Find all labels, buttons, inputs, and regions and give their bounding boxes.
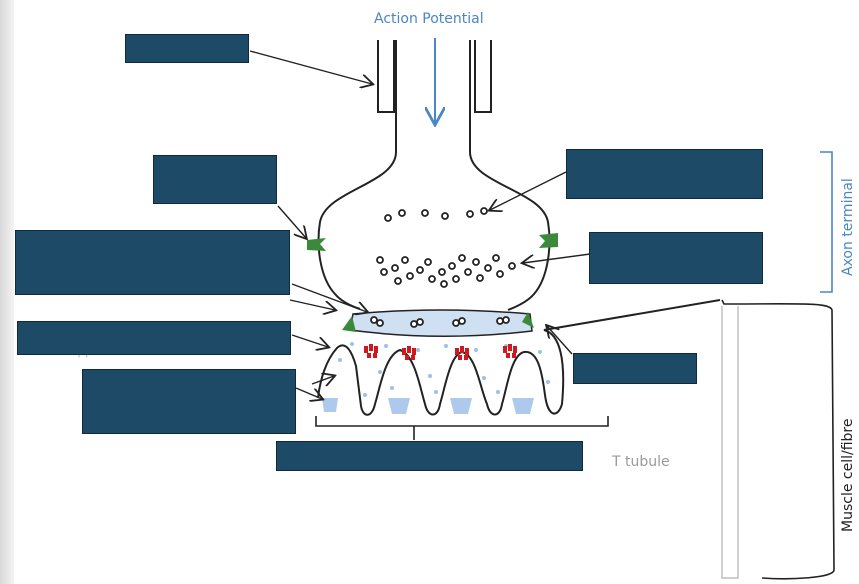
folds-bracket — [315, 416, 609, 440]
axon-terminal-label: Axon terminal — [840, 178, 856, 276]
action-potential-title: Action Potential — [374, 11, 484, 27]
label-box-active-zone[interactable] — [15, 230, 290, 295]
synaptic-cleft-zone — [349, 309, 533, 337]
label-box-cleft[interactable] — [573, 353, 697, 384]
label-box-myelin[interactable] — [125, 34, 249, 63]
calcium-channels — [307, 233, 558, 332]
t-tubule — [721, 306, 739, 579]
label-box-vesicle-pool[interactable] — [589, 232, 763, 284]
acetylcholine-receptors — [364, 344, 517, 360]
muscle-cell-label: Muscle cell/fibre — [840, 418, 856, 532]
label-box-postjunctional-membrane[interactable] — [276, 441, 583, 471]
muscle-cell-bracket — [721, 299, 835, 580]
label-box-junctional-fold[interactable] — [82, 369, 296, 434]
label-box-calcium-channel[interactable] — [153, 155, 277, 204]
label-box-receptors[interactable] — [17, 321, 291, 355]
myelin-sheath — [377, 40, 492, 113]
pointer-arrows — [249, 50, 591, 399]
fold-pockets — [322, 398, 534, 414]
axon-terminal-bracket — [820, 151, 833, 293]
synaptic-vesicles — [370, 207, 516, 328]
label-box-vesicles[interactable] — [566, 149, 763, 199]
junctional-folds — [317, 299, 721, 416]
t-tubule-label: T tubule — [612, 454, 670, 470]
acetylcholine-dots — [338, 342, 550, 397]
left-edge-shadow — [0, 0, 14, 584]
